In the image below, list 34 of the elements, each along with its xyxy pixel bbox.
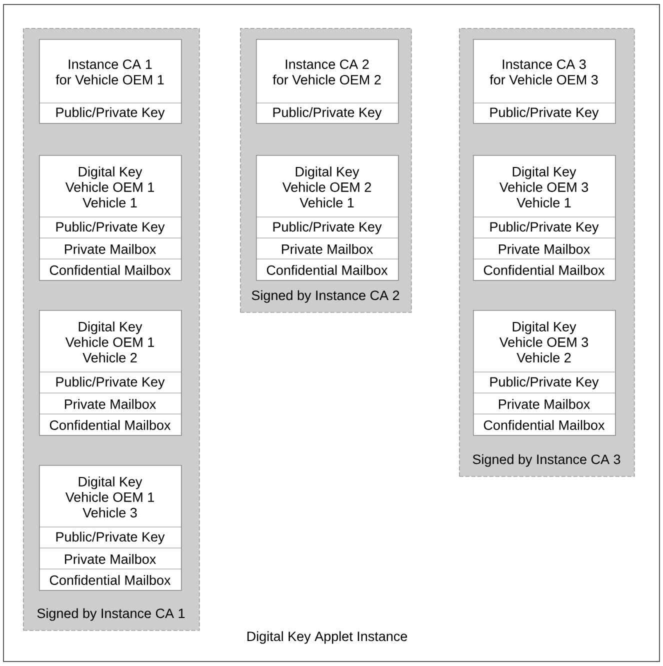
card-field: Public/Private Key <box>490 222 599 234</box>
card-title: Digital Key Vehicle OEM 1 Vehicle 2 <box>65 322 154 362</box>
card-field: Private Mailbox <box>64 244 156 254</box>
card-field: Public/Private Key <box>56 532 165 544</box>
card-title: Instance CA 3 for Vehicle OEM 3 <box>490 59 598 85</box>
card-field: Public/Private Key <box>56 376 165 390</box>
frame-label: Digital Key Applet Instance <box>247 631 408 644</box>
card-field: Public/Private Key <box>490 107 599 120</box>
card-field: Public/Private Key <box>273 222 382 234</box>
card-field: Confidential Mailbox <box>266 265 388 275</box>
card-field: Public/Private Key <box>56 107 165 120</box>
card-field: Confidential Mailbox <box>484 420 605 430</box>
card-field: Private Mailbox <box>282 244 373 254</box>
panel-label: Signed by Instance CA 3 <box>472 454 620 467</box>
panel-label: Signed by Instance CA 1 <box>37 608 185 621</box>
card-title: Instance CA 1 for Vehicle OEM 1 <box>56 59 164 85</box>
panel-label: Signed by Instance CA 2 <box>252 290 400 303</box>
card-title: Instance CA 2 for Vehicle OEM 2 <box>272 59 381 85</box>
card-title: Digital Key Vehicle OEM 1 Vehicle 1 <box>65 166 154 208</box>
card-title: Digital Key Vehicle OEM 3 Vehicle 2 <box>499 322 588 362</box>
card-field: Private Mailbox <box>64 554 156 564</box>
card-field: Confidential Mailbox <box>50 265 171 275</box>
card-field: Private Mailbox <box>64 399 156 409</box>
card-field: Confidential Mailbox <box>484 265 605 275</box>
card-field: Private Mailbox <box>498 399 590 409</box>
card-title: Digital Key Vehicle OEM 3 Vehicle 1 <box>499 166 588 208</box>
card-field: Public/Private Key <box>490 376 599 390</box>
card-field: Confidential Mailbox <box>50 420 171 430</box>
card-title: Digital Key Vehicle OEM 1 Vehicle 3 <box>65 476 154 518</box>
card-field: Private Mailbox <box>498 244 590 254</box>
card-field: Confidential Mailbox <box>50 575 171 585</box>
card-field: Public/Private Key <box>273 107 382 120</box>
card-title: Digital Key Vehicle OEM 2 Vehicle 1 <box>282 166 371 208</box>
card-field: Public/Private Key <box>56 222 165 234</box>
